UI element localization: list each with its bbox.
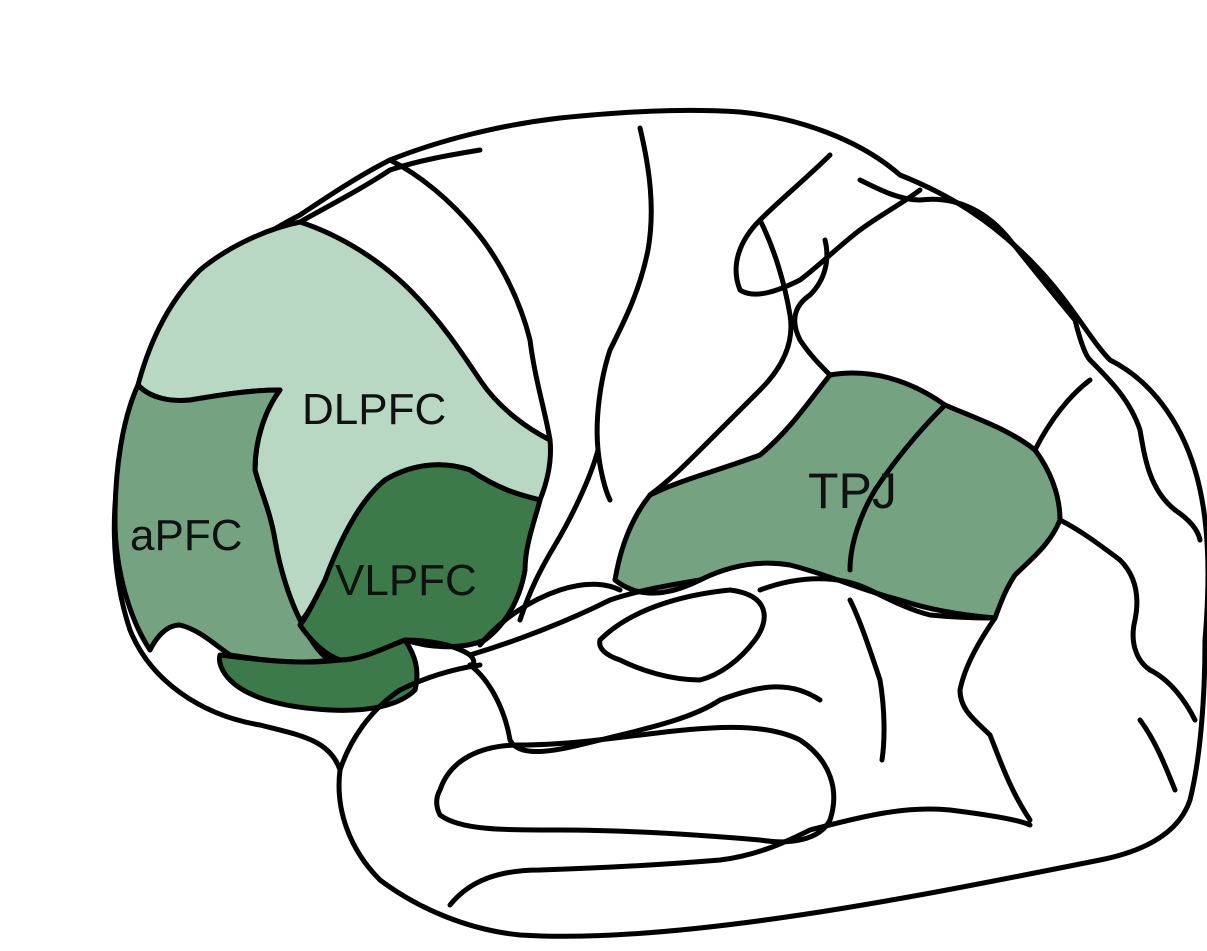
- tpj-label: TPJ: [808, 463, 897, 519]
- apfc-label: aPFC: [130, 511, 242, 560]
- vlpfc-label: VLPFC: [335, 556, 477, 605]
- dlpfc-label: DLPFC: [302, 385, 446, 434]
